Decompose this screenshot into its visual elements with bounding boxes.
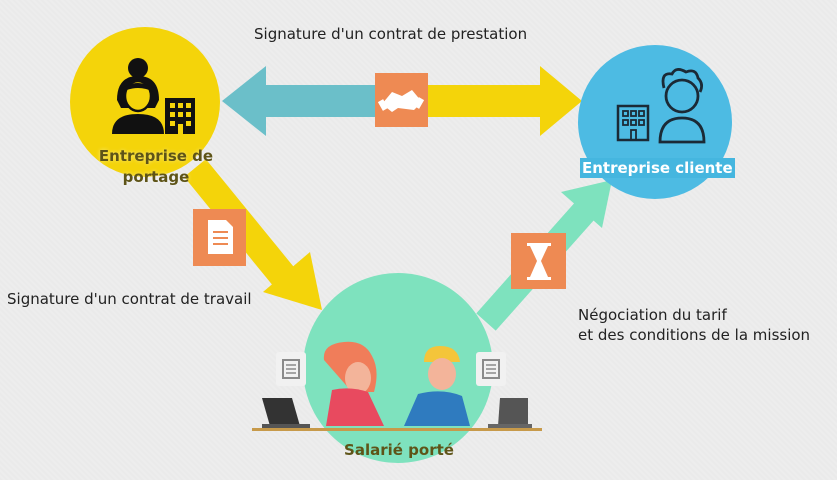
document-badge	[193, 209, 246, 266]
node-label-portage-line1: Entreprise de	[98, 147, 214, 165]
document-bubble-icon	[276, 352, 306, 386]
edge-label-travail: Signature d'un contrat de travail	[7, 290, 252, 308]
laptop-icon	[262, 398, 310, 428]
edge-label-prestation: Signature d'un contrat de prestation	[254, 25, 528, 43]
edge-label-negociation-line1: Négociation du tarif	[578, 306, 727, 324]
hourglass-icon	[527, 243, 551, 280]
document-bubble-icon	[476, 352, 506, 386]
edge-label-negociation-line2: et des conditions de la mission	[578, 326, 811, 344]
handshake-badge	[375, 73, 428, 127]
node-label-salarie: Salarié porté	[344, 441, 454, 459]
node-label-client: Entreprise cliente	[580, 158, 735, 178]
node-label-portage: Entreprise de portage	[92, 146, 220, 188]
man-user-icon	[658, 68, 706, 144]
man-worker-icon	[404, 346, 470, 426]
woman-worker-icon	[323, 341, 384, 426]
handshake-icon	[377, 90, 425, 112]
laptop-icon	[488, 398, 532, 428]
building-icon	[165, 98, 195, 134]
desk	[252, 428, 542, 431]
hourglass-badge	[511, 233, 566, 289]
document-icon	[208, 220, 233, 254]
node-portage	[70, 27, 220, 177]
building-outline-icon	[616, 104, 650, 142]
woman-user-icon	[112, 58, 164, 134]
node-label-portage-line2: portage	[122, 168, 190, 186]
node-salarie	[252, 273, 542, 463]
